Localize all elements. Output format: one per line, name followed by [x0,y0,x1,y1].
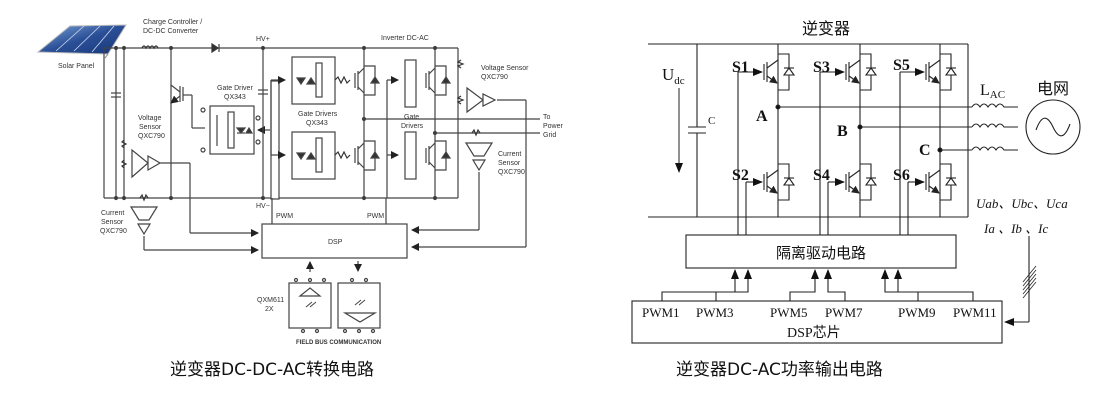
inverter-legs [738,44,958,217]
pwm-output-label: PWM11 [953,305,997,320]
lac-sub: AC [990,89,1005,101]
igbt-switch-icon [908,163,958,201]
dcdc-converter-label: DC-DC Converter [143,28,199,35]
node-a-label: A [756,108,768,125]
grid-label: 电网 [1037,79,1069,98]
switch-s5-label: S5 [893,57,910,74]
pwm-label-2: PWM [367,213,384,220]
gate-driver-part: QX343 [224,94,246,101]
current-measurements-label: Ia 、Ib 、Ic [983,221,1048,236]
voltage-measurements-label: Uab、Ubc、Uca [976,196,1068,211]
right-diagram-caption: 逆变器DC-AC功率输出电路 [676,360,883,380]
gate-drivers-inv-label: Gate [404,114,419,121]
current-sensor-right-label: Current [498,151,521,158]
capacitor-label: C [708,115,715,127]
pwm-signal-line [789,269,819,301]
pwm-signal-line [824,269,846,301]
pwm-output-label: PWM3 [696,305,734,320]
switch-s6-label: S6 [893,167,910,184]
solar-panel-label: Solar Panel [58,63,95,70]
to-grid-label-3: Grid [543,132,556,139]
switch-s1-label: S1 [732,59,749,76]
solar-panel-icon [36,24,127,59]
dsp-chip-block [631,300,1003,344]
right-diagram-labels: 逆变器 Udc C S1 S2 S3 S4 S5 S6 A B C LAC 电网… [642,19,1069,341]
pwm-output-label: PWM1 [642,305,680,320]
pwm-label-1: PWM [276,213,293,220]
voltage-sensor-left-label: Voltage [138,115,161,122]
voltage-sensor-left-part: QXC790 [138,133,165,140]
udc-label: Udc [662,65,685,87]
voltage-sensor-left-l2: Sensor [139,124,162,131]
hv-plus-label: HV+ [256,36,270,43]
udc-sub: dc [674,75,685,87]
left-diagram-caption: 逆变器DC-DC-AC转换电路 [170,360,375,380]
pwm-signal-line [881,269,919,301]
node-b-label: B [837,123,848,140]
dsp-block [261,223,408,259]
left-diagram-labels: Solar Panel Charge Controller / DC-DC Co… [58,19,564,346]
hv-minus-label: HV− [256,203,270,210]
qxm611-count: 2X [265,306,274,313]
switch-s3-label: S3 [813,59,830,76]
fieldbus-label: FIELD BUS COMMUNICATION [296,340,381,346]
current-sensor-left-label: Current [101,210,124,217]
current-sensor-right-part: QXC790 [498,169,525,176]
inverter-label: Inverter DC-AC [381,35,429,42]
left-diagram [36,24,540,334]
charge-controller-label: Charge Controller / [143,19,202,26]
gate-drivers-inv-label2: Drivers [401,123,424,130]
to-grid-label: To [543,114,551,121]
dsp-label: DSP [328,239,343,246]
igbt-switch-icon [746,163,796,201]
switch-s4-label: S4 [813,167,830,184]
lac-label: LAC [980,82,1005,101]
udc-main: U [662,65,674,84]
voltage-sensor-right-label: Voltage Sensor [481,65,529,72]
switch-s2-label: S2 [732,167,749,184]
pwm-output-label: PWM7 [825,305,863,320]
igbt-switch-icon [738,53,796,91]
pwm-labels: PWM1 PWM3 PWM5 PWM7 PWM9 PWM11 [642,305,997,320]
current-sensor-right-l2: Sensor [498,160,521,167]
igbt-switch-icon [828,163,878,201]
node-c-label: C [919,142,931,159]
pwm-signal-line [661,269,739,301]
pwm-output-label: PWM9 [898,305,936,320]
gate-driver-label: Gate Driver [217,85,253,92]
inverter-title: 逆变器 [802,19,850,38]
pwm-output-label: PWM5 [770,305,808,320]
right-diagram [631,43,1081,344]
to-grid-label-2: Power [543,123,564,130]
qxm611-label: QXM611 [257,297,284,304]
pwm-signal-line [894,269,974,301]
voltage-sensor-right-part: QXC790 [481,74,508,81]
dsp-chip-label: DSP芯片 [787,325,841,341]
isolation-driver-label: 隔离驱动电路 [776,244,866,262]
lac-main: L [980,82,990,99]
igbt-switch-icon [820,53,878,91]
gate-drivers-label: Gate Drivers [298,111,338,118]
igbt-switch-icon [900,53,958,91]
isolation-driver-block [685,234,957,269]
current-sensor-left-l2: Sensor [101,219,124,226]
current-sensor-left-part: QXC790 [100,228,127,235]
pwm-signal-line [715,269,752,301]
gate-drivers-part: QX343 [306,120,328,127]
